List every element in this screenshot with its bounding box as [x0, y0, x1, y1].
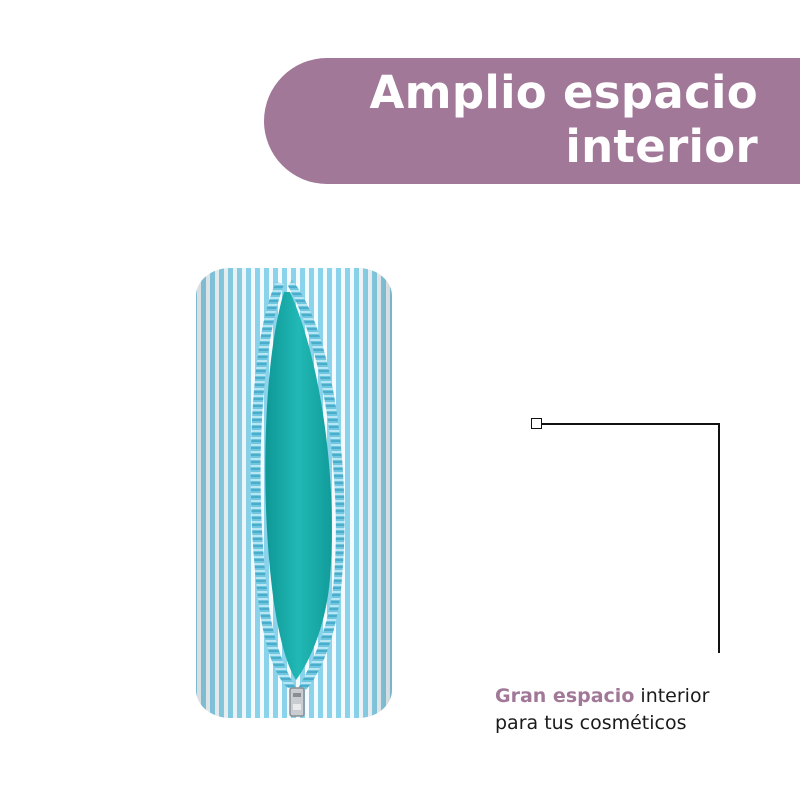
title-banner: Amplio espacio interior: [264, 58, 800, 184]
title-line-2: interior: [565, 120, 758, 173]
cosmetic-bag-illustration: [196, 268, 392, 718]
page-title: Amplio espacio interior: [370, 66, 758, 174]
caption-highlight: Gran espacio: [495, 685, 635, 707]
bag-interior: [265, 292, 332, 680]
title-line-1: Amplio espacio: [369, 66, 758, 119]
caption-line-2: para tus cosméticos: [495, 712, 687, 734]
callout-line-vertical: [718, 423, 720, 653]
callout-marker: [531, 418, 542, 429]
callout-line-horizontal: [542, 423, 720, 425]
zipper-pull: [289, 687, 305, 717]
cosmetic-bag-image: [192, 268, 402, 728]
callout-caption: Gran espacio interior para tus cosméticos: [495, 683, 785, 737]
caption-text-rest: interior: [634, 685, 710, 707]
